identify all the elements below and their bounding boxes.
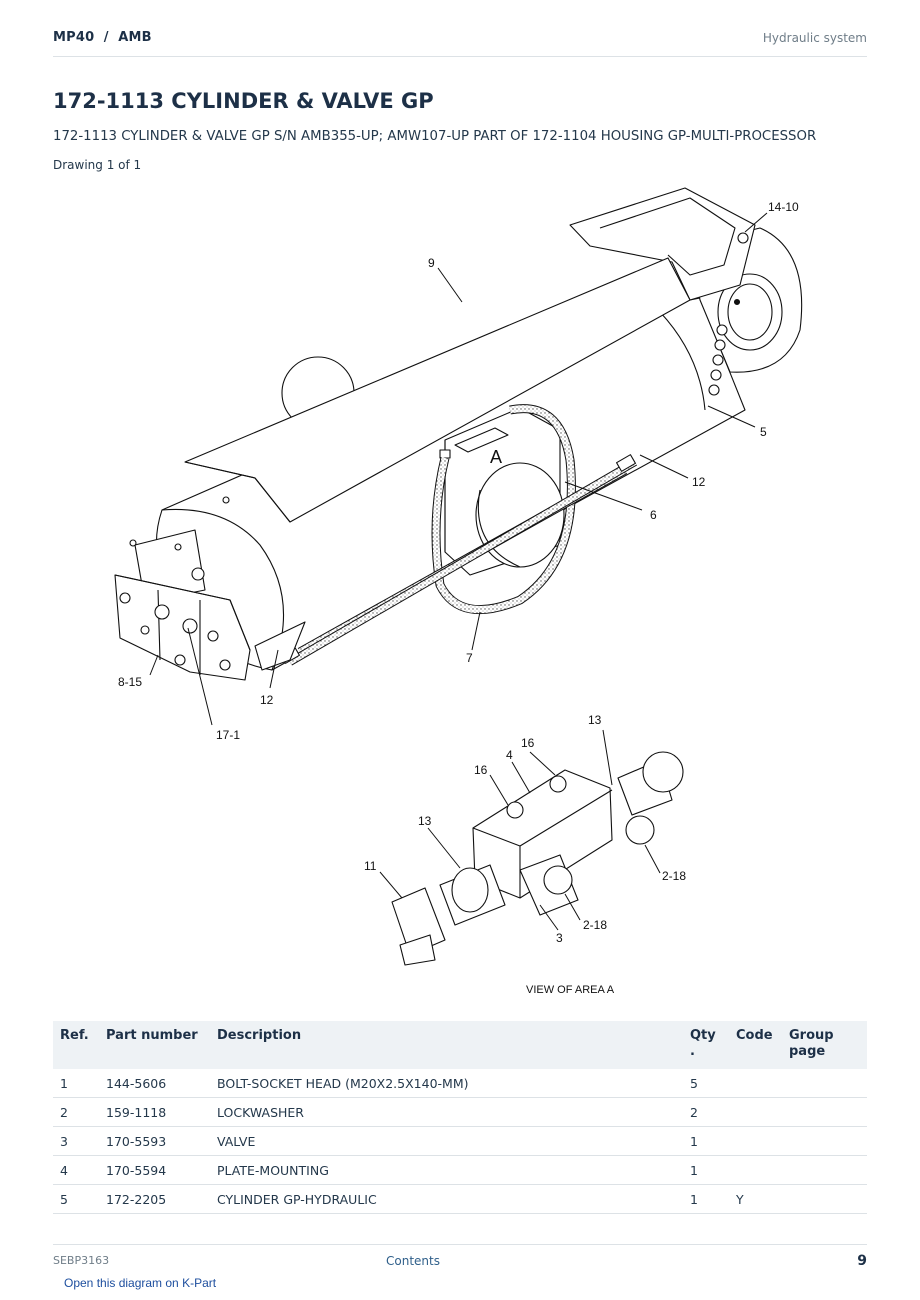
parts-diagram: 14-10 9 5 A 12 6 7 8-15 12 17-1 13 16 4 … (114, 187, 803, 996)
table-row: 2 159-1118 LOCKWASHER 2 (53, 1097, 867, 1127)
callout-13-left[interactable]: 13 (418, 814, 432, 828)
leader-lines (149, 212, 768, 931)
col-ref: Ref. (60, 1028, 89, 1043)
contents-link[interactable]: Contents (386, 1254, 440, 1268)
callout-12-lower[interactable]: 12 (260, 693, 274, 707)
cell-description: BOLT-SOCKET HEAD (M20X2.5X140-MM) (210, 1069, 683, 1098)
cell-description: PLATE-MOUNTING (210, 1155, 683, 1185)
callout-area-a: A (490, 447, 502, 467)
page-title: 172-1113 CYLINDER & VALVE GP (53, 89, 434, 113)
document-id: SEBP3163 (53, 1254, 110, 1267)
col-group-page: Group page (789, 1028, 834, 1059)
cell-part-number[interactable]: 159-1118 (99, 1097, 210, 1127)
top-clamp (569, 187, 756, 301)
cell-group-page (782, 1184, 867, 1214)
col-code: Code (736, 1028, 773, 1043)
callout-3[interactable]: 3 (556, 931, 563, 945)
cell-ref: 3 (53, 1126, 99, 1156)
cell-qty: 5 (683, 1069, 729, 1098)
detail-plug (391, 887, 446, 956)
table-row: 3 170-5593 VALVE 1 (53, 1126, 867, 1156)
cell-qty: 1 (683, 1126, 729, 1156)
callout-6[interactable]: 6 (650, 508, 657, 522)
cell-part-number[interactable]: 172-2205 (99, 1184, 210, 1214)
table-header-row: Ref. Part number Description Qty . Code … (53, 1021, 867, 1069)
callout-7[interactable]: 7 (466, 651, 473, 665)
callout-13-top[interactable]: 13 (588, 713, 602, 727)
cell-group-page (782, 1126, 867, 1156)
cell-part-number[interactable]: 170-5594 (99, 1155, 210, 1185)
bolt-row (708, 324, 728, 396)
callout-11[interactable]: 11 (364, 859, 377, 873)
view-label: VIEW OF AREA A (526, 984, 615, 996)
callout-5[interactable]: 5 (760, 425, 767, 439)
page-number: 9 (857, 1253, 867, 1269)
cell-description: LOCKWASHER (210, 1097, 683, 1127)
page-subtitle: 172-1113 CYLINDER & VALVE GP S/N AMB355-… (53, 129, 817, 144)
callout-12[interactable]: 12 (692, 475, 706, 489)
model-breadcrumb: MP40 / AMB (53, 30, 152, 45)
callout-2-18-right[interactable]: 2-18 (662, 869, 686, 883)
cell-description: VALVE (210, 1126, 683, 1156)
cell-group-page (782, 1069, 867, 1098)
detail-bolt (625, 815, 655, 845)
cell-qty: 2 (683, 1097, 729, 1127)
cell-group-page (782, 1155, 867, 1185)
bracket-plate (254, 621, 306, 671)
cell-ref: 5 (53, 1184, 99, 1214)
callout-16-left[interactable]: 16 (474, 763, 488, 777)
cell-part-number[interactable]: 144-5606 (99, 1069, 210, 1098)
cell-qty: 1 (683, 1155, 729, 1185)
col-qty: Qty . (690, 1028, 716, 1059)
area-a-valve (454, 427, 509, 453)
open-kpart-link[interactable]: Open this diagram on K-Part (64, 1276, 217, 1290)
cell-part-number[interactable]: 170-5593 (99, 1126, 210, 1156)
section-name: Hydraulic system (762, 31, 867, 45)
page-header: MP40 / AMB Hydraulic system (53, 28, 867, 57)
cell-qty: 1 (683, 1184, 729, 1214)
drawing-counter: Drawing 1 of 1 (53, 158, 142, 172)
callout-14-10[interactable]: 14-10 (768, 200, 799, 214)
cell-code: Y (729, 1184, 782, 1214)
table-row: 4 170-5594 PLATE-MOUNTING 1 (53, 1155, 867, 1185)
callout-16-top[interactable]: 16 (521, 736, 535, 750)
callout-9[interactable]: 9 (428, 256, 435, 270)
cell-ref: 1 (53, 1069, 99, 1098)
cell-code (729, 1155, 782, 1185)
cell-code (729, 1097, 782, 1127)
cell-group-page (782, 1097, 867, 1127)
callout-8-15[interactable]: 8-15 (118, 675, 142, 689)
page-footer: SEBP3163 Contents 9 (53, 1244, 867, 1275)
parts-table: Ref. Part number Description Qty . Code … (53, 1021, 867, 1214)
valve-bolts (119, 539, 231, 671)
cell-description: CYLINDER GP-HYDRAULIC (210, 1184, 683, 1214)
callout-2-18-lower[interactable]: 2-18 (583, 918, 607, 932)
cell-code (729, 1126, 782, 1156)
cell-ref: 4 (53, 1155, 99, 1185)
cell-ref: 2 (53, 1097, 99, 1127)
callout-17-1[interactable]: 17-1 (216, 728, 240, 742)
col-part-number: Part number (106, 1028, 198, 1043)
table-row: 1 144-5606 BOLT-SOCKET HEAD (M20X2.5X140… (53, 1069, 867, 1098)
table-row: 5 172-2205 CYLINDER GP-HYDRAULIC 1 Y (53, 1184, 867, 1214)
callout-4[interactable]: 4 (506, 748, 513, 762)
col-description: Description (217, 1028, 302, 1043)
cell-code (729, 1069, 782, 1098)
